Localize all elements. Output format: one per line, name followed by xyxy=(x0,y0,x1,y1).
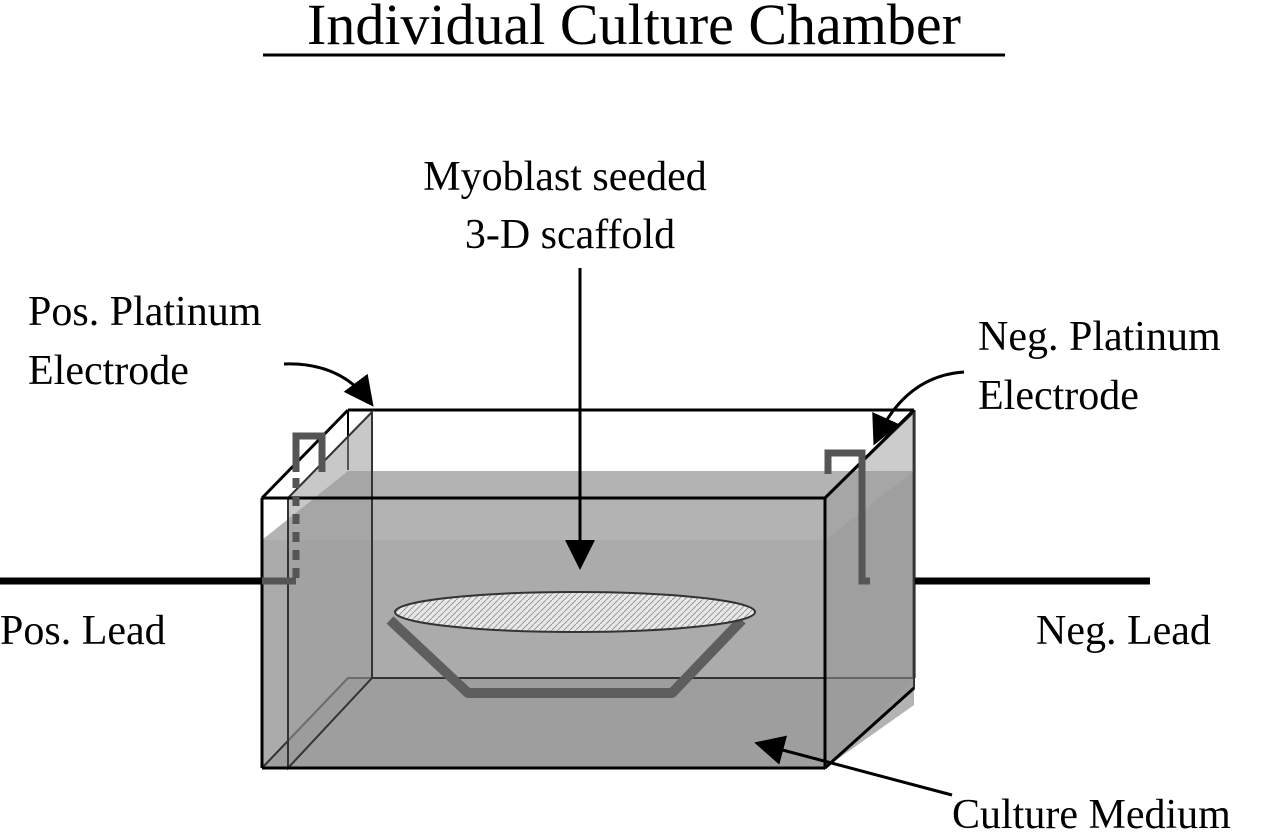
neg-electrode-label-line2: Electrode xyxy=(978,373,1139,419)
neg-electrode-wire xyxy=(824,449,870,585)
diagram-title: Individual Culture Chamber xyxy=(307,0,961,57)
medium-label: Culture Medium xyxy=(952,792,1231,834)
scaffold-label-line2: 3-D scaffold xyxy=(465,212,675,258)
medium-floor xyxy=(262,678,914,768)
neg-lead-label: Neg. Lead xyxy=(1036,608,1211,654)
neg-electrode-plate xyxy=(824,409,915,771)
neg-electrode-arrow xyxy=(872,370,965,446)
pos-electrode-arrow xyxy=(283,362,374,407)
scaffold xyxy=(394,591,756,633)
neg-electrode-label-line1: Neg. Platinum xyxy=(978,314,1221,360)
pos-electrode-label-line2: Electrode xyxy=(28,348,189,394)
pos-electrode-wire xyxy=(262,432,326,585)
pos-electrode-plate xyxy=(287,409,373,771)
pos-electrode-label-line1: Pos. Platinum xyxy=(28,289,262,335)
scaffold-label-line1: Myoblast seeded xyxy=(423,154,706,200)
medium-arrow xyxy=(754,735,953,797)
pos-lead-label: Pos. Lead xyxy=(0,608,166,654)
scaffold-support xyxy=(386,616,746,698)
